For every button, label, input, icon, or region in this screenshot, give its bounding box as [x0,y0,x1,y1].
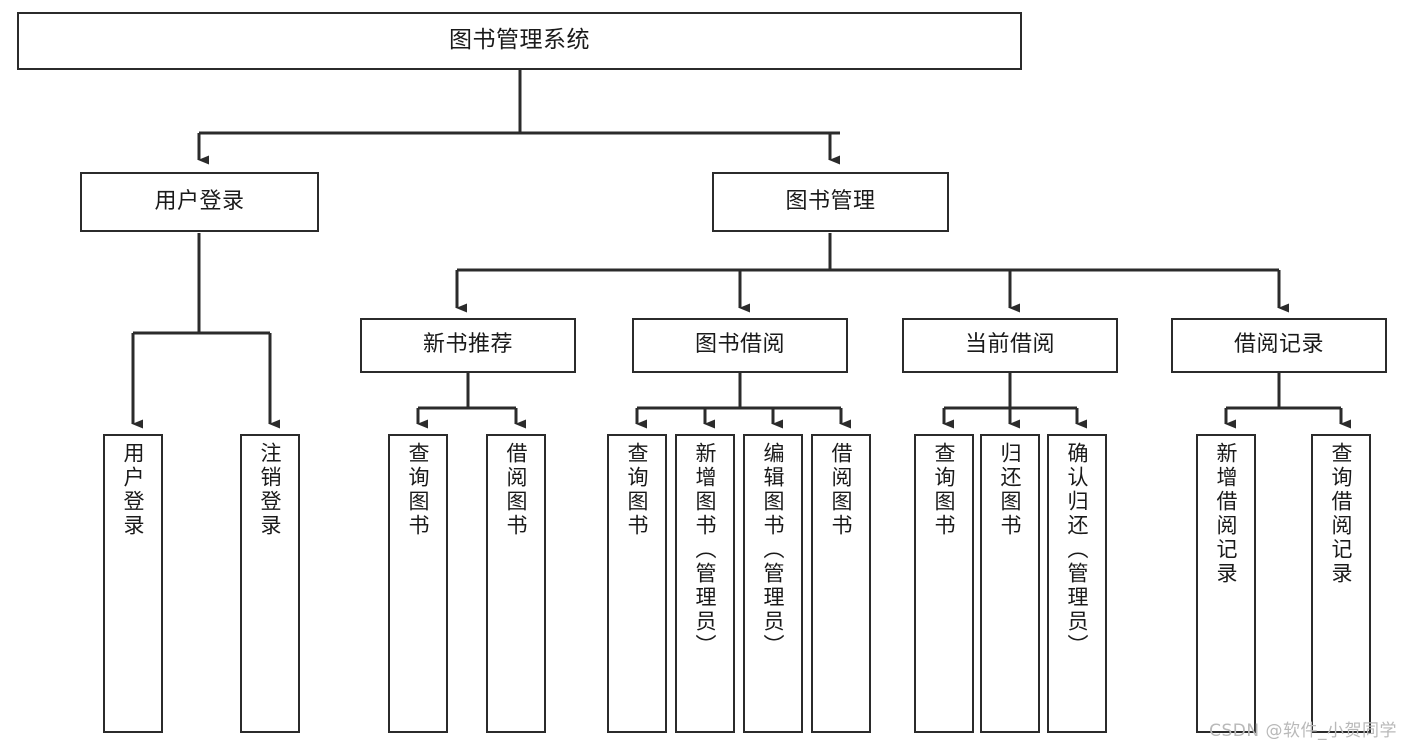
leaf-borrow-add-book-label: 新增图书（管理员） [693,442,718,658]
leaf-current-confirm-return-label: 确认归还（管理员） [1065,442,1090,658]
node-borrow-record-label: 借阅记录 [1233,332,1324,358]
leaf-borrow-query-book-label: 查询图书 [625,442,650,538]
leaf-current-query-book[interactable]: 查询图书 [914,434,974,733]
node-book-borrow[interactable]: 图书借阅 [632,318,848,373]
node-current-borrow-label: 当前借阅 [964,332,1055,358]
leaf-record-query[interactable]: 查询借阅记录 [1311,434,1371,733]
leaf-record-add-label: 新增借阅记录 [1214,442,1239,586]
leaf-current-confirm-return[interactable]: 确认归还（管理员） [1047,434,1107,733]
node-root-system-label: 图书管理系统 [449,27,590,54]
leaf-borrow-edit-book-label: 编辑图书（管理员） [761,442,786,658]
leaf-borrow-edit-book[interactable]: 编辑图书（管理员） [743,434,803,733]
node-root-system[interactable]: 图书管理系统 [17,12,1022,70]
leaf-recommend-borrow-book[interactable]: 借阅图书 [486,434,546,733]
node-book-management-label: 图书管理 [785,188,876,214]
node-current-borrow[interactable]: 当前借阅 [902,318,1118,373]
leaf-user-login-label: 用户登录 [121,442,146,538]
leaf-logout-label: 注销登录 [258,442,283,538]
leaf-current-return-book[interactable]: 归还图书 [980,434,1040,733]
node-user-login[interactable]: 用户登录 [80,172,319,232]
node-book-borrow-label: 图书借阅 [694,332,785,358]
node-new-book-recommend-label: 新书推荐 [422,332,513,358]
leaf-borrow-borrow-book-label: 借阅图书 [829,442,854,538]
leaf-current-query-book-label: 查询图书 [932,442,957,538]
leaf-recommend-query-book[interactable]: 查询图书 [388,434,448,733]
leaf-borrow-add-book[interactable]: 新增图书（管理员） [675,434,735,733]
node-book-management[interactable]: 图书管理 [712,172,949,232]
node-user-login-label: 用户登录 [154,188,245,214]
leaf-current-return-book-label: 归还图书 [998,442,1023,538]
csdn-watermark: CSDN @软件_小贺同学 [1209,721,1397,741]
leaf-record-add[interactable]: 新增借阅记录 [1196,434,1256,733]
leaf-record-query-label: 查询借阅记录 [1329,442,1354,586]
leaf-recommend-borrow-book-label: 借阅图书 [504,442,529,538]
node-new-book-recommend[interactable]: 新书推荐 [360,318,576,373]
leaf-user-login[interactable]: 用户登录 [103,434,163,733]
node-borrow-record[interactable]: 借阅记录 [1171,318,1387,373]
leaf-recommend-query-book-label: 查询图书 [406,442,431,538]
leaf-borrow-borrow-book[interactable]: 借阅图书 [811,434,871,733]
leaf-logout[interactable]: 注销登录 [240,434,300,733]
leaf-borrow-query-book[interactable]: 查询图书 [607,434,667,733]
